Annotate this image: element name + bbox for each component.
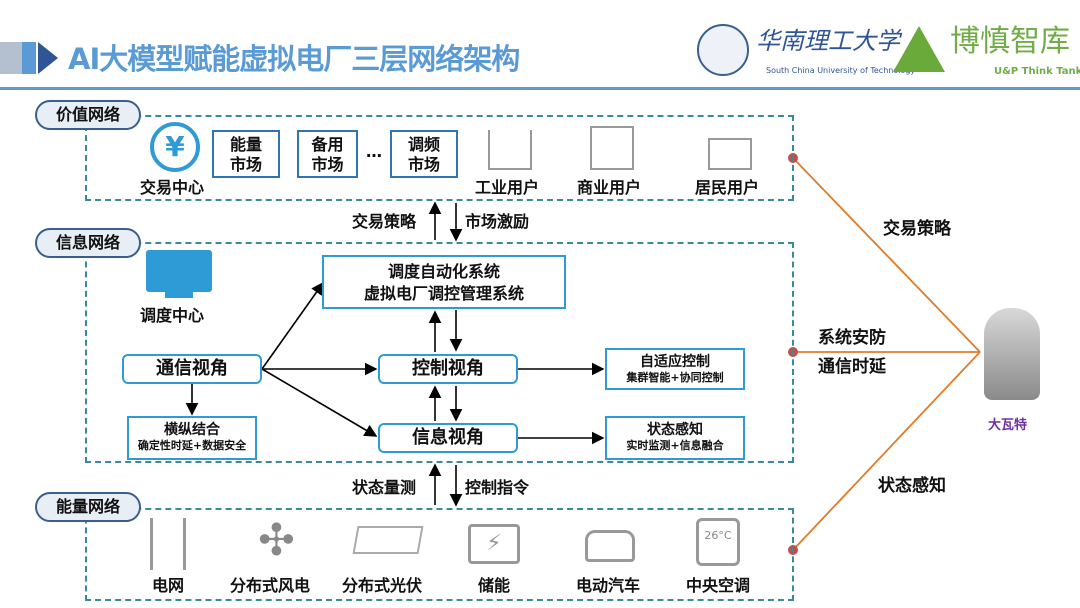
market-reserve: 备用 市场 bbox=[297, 130, 358, 178]
value-network-label: 价值网络 bbox=[35, 100, 141, 130]
energy-ev: 电动汽车 bbox=[576, 576, 641, 595]
user-industrial: 工业用户 bbox=[475, 178, 540, 197]
title-rule bbox=[0, 87, 1080, 90]
ai-robot-avatar bbox=[984, 308, 1040, 400]
combine-box: 横纵结合确定性时延+数据安全 bbox=[127, 416, 257, 460]
value-network-box bbox=[85, 115, 794, 201]
monitor-stand-icon bbox=[165, 292, 193, 298]
title-bar-decoration bbox=[0, 42, 22, 74]
adaptive-title: 自适应控制 bbox=[640, 354, 710, 370]
house-icon bbox=[708, 138, 752, 170]
dispatch-center-label: 调度中心 bbox=[140, 306, 205, 325]
title-bar-decoration bbox=[22, 42, 36, 74]
link-state-sensing: 状态感知 bbox=[878, 476, 946, 496]
school-name-en: South China University of Technology bbox=[766, 66, 916, 75]
exchange-yen-icon: ¥ bbox=[150, 122, 200, 172]
title-arrow-icon bbox=[38, 42, 58, 74]
power-tower-icon bbox=[150, 518, 186, 570]
label-market-incentive: 市场激励 bbox=[465, 212, 530, 231]
user-residential: 居民用户 bbox=[695, 178, 760, 197]
comm-view-box: 通信视角 bbox=[122, 354, 262, 384]
school-name: 华南理工大学 bbox=[756, 27, 900, 55]
thermostat-icon: 26°C bbox=[696, 518, 740, 566]
info-network-label: 信息网络 bbox=[35, 228, 141, 258]
wind-turbine-icon: ✣ bbox=[258, 515, 295, 566]
link-latency: 通信时延 bbox=[818, 357, 886, 377]
factory-icon bbox=[488, 130, 532, 170]
school-logo bbox=[697, 24, 749, 76]
tank-name: 博慎智库 bbox=[950, 24, 1070, 59]
trade-center-label: 交易中心 bbox=[140, 178, 205, 197]
market-frequency: 调频 市场 bbox=[390, 130, 458, 178]
link-trade-strategy: 交易策略 bbox=[883, 219, 951, 239]
ai-name: 大瓦特 bbox=[988, 418, 1028, 433]
dispatch-system-box: 调度自动化系统 虚拟电厂调控管理系统 bbox=[322, 255, 566, 309]
combine-title: 横纵结合 bbox=[164, 422, 220, 438]
label-trade-strategy: 交易策略 bbox=[352, 212, 417, 231]
link-security: 系统安防 bbox=[818, 328, 886, 348]
energy-network-label: 能量网络 bbox=[35, 492, 141, 522]
sensing-box: 状态感知实时监测+信息融合 bbox=[605, 416, 745, 460]
energy-solar: 分布式光伏 bbox=[342, 576, 423, 595]
user-commercial: 商业用户 bbox=[577, 178, 642, 197]
solar-panel-icon bbox=[352, 526, 424, 554]
system-line1: 调度自动化系统 bbox=[387, 262, 500, 281]
dispatch-monitor-icon bbox=[146, 250, 212, 292]
tank-logo bbox=[893, 26, 945, 72]
electric-car-icon bbox=[585, 530, 635, 562]
market-ellipsis: … bbox=[366, 142, 382, 161]
energy-ac: 中央空调 bbox=[686, 576, 751, 595]
sensing-title: 状态感知 bbox=[647, 422, 703, 438]
market-energy: 能量 市场 bbox=[212, 130, 280, 178]
info-view-box: 信息视角 bbox=[378, 423, 518, 453]
energy-storage: 储能 bbox=[478, 576, 511, 595]
sensing-sub: 实时监测+信息融合 bbox=[626, 439, 724, 452]
system-line2: 虚拟电厂调控管理系统 bbox=[363, 284, 524, 303]
page-title: AI大模型赋能虚拟电厂三层网络架构 bbox=[68, 42, 520, 76]
battery-icon: ⚡ bbox=[468, 524, 520, 564]
commercial-building-icon bbox=[590, 126, 634, 170]
adaptive-control-box: 自适应控制集群智能+协同控制 bbox=[605, 348, 745, 390]
label-control-command: 控制指令 bbox=[465, 478, 530, 497]
energy-network-box bbox=[85, 508, 794, 601]
label-state-measure: 状态量测 bbox=[352, 478, 417, 497]
info-network-box bbox=[85, 242, 794, 463]
energy-grid: 电网 bbox=[152, 576, 185, 595]
energy-wind: 分布式风电 bbox=[230, 576, 311, 595]
adaptive-sub: 集群智能+协同控制 bbox=[626, 371, 724, 384]
control-view-box: 控制视角 bbox=[378, 354, 518, 384]
combine-sub: 确定性时延+数据安全 bbox=[137, 439, 247, 452]
tank-name-en: U&P Think Tank bbox=[994, 66, 1080, 77]
